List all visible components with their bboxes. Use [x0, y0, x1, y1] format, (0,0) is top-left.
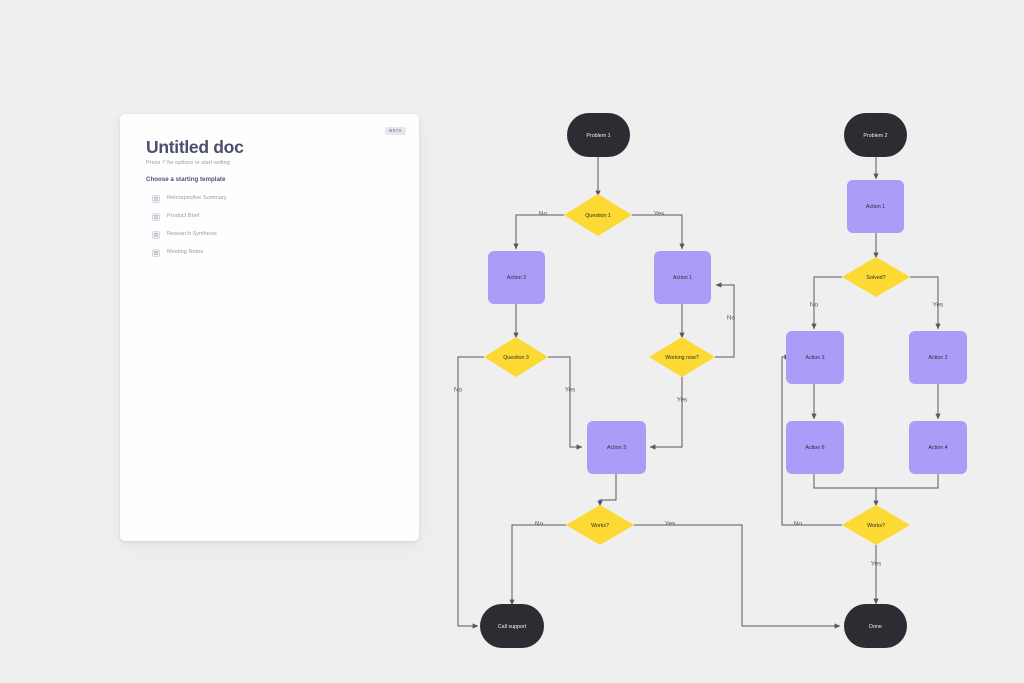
node-done[interactable]: Done — [844, 604, 907, 648]
edge-question1-yes-to-action1 — [632, 214, 685, 250]
node-label: Action 1 — [866, 204, 885, 210]
node-label: Action 4 — [928, 445, 947, 451]
node-label: Working now? — [665, 355, 699, 361]
template-list: Retrospective Summary Product Brief Rese… — [146, 190, 386, 262]
node-label: Question 3 — [503, 355, 529, 361]
edge-solved-no-to-action3 — [811, 276, 842, 330]
template-item-label: Meeting Notes — [167, 249, 204, 256]
document-template-icon — [152, 195, 160, 203]
edge-workingnow-no-to-action1 — [715, 282, 735, 358]
edge-label-works-no: No — [535, 521, 544, 528]
template-item-label: Research Synthesis — [167, 231, 217, 238]
page-title[interactable]: Untitled doc — [146, 137, 244, 157]
node-works-left[interactable]: Works? — [566, 505, 634, 545]
node-action-6[interactable]: Action 6 — [786, 421, 844, 474]
node-action-3-left[interactable]: Action 3 — [587, 421, 646, 474]
edge-action6-to-works — [813, 474, 879, 507]
edge-works-yes-to-done — [634, 524, 841, 629]
edge-label-workingnow-yes: Yes — [677, 397, 687, 404]
node-action-2-right[interactable]: Action 2 — [909, 331, 967, 384]
node-label: Action 3 — [607, 445, 626, 451]
edge-question3-no-to-callsupport — [457, 356, 484, 629]
edge-label-question1-no: No — [539, 211, 548, 218]
edge-question1-no-to-action2 — [513, 214, 564, 250]
node-action-1-right[interactable]: Action 1 — [847, 180, 904, 233]
edge-label-solved-yes: Yes — [933, 302, 943, 309]
template-item-meeting-notes[interactable]: Meeting Notes — [146, 244, 386, 262]
node-label: Action 2 — [507, 275, 526, 281]
edge-label-question3-no: No — [454, 387, 463, 394]
node-call-support[interactable]: Call support — [480, 604, 544, 648]
node-problem-1[interactable]: Problem 1 — [567, 113, 630, 157]
edge-workingnow-yes-to-action3 — [649, 376, 683, 450]
document-template-icon — [152, 249, 160, 257]
edge-solved-yes-to-action2 — [910, 276, 941, 330]
edge-question3-yes-to-action3 — [548, 356, 583, 450]
node-action-3-right[interactable]: Action 3 — [786, 331, 844, 384]
edge-label-workingnow-no: No — [727, 315, 736, 322]
node-question-3[interactable]: Question 3 — [484, 337, 548, 377]
node-works-right[interactable]: Works? — [842, 505, 910, 545]
node-solved[interactable]: Solved? — [842, 257, 910, 297]
node-label: Problem 1 — [586, 133, 610, 139]
node-problem-2[interactable]: Problem 2 — [844, 113, 907, 157]
node-question-1[interactable]: Question 1 — [564, 194, 632, 236]
node-action-4[interactable]: Action 4 — [909, 421, 967, 474]
edge-label-works-no-right: No — [794, 521, 803, 528]
edge-label-works-yes-right: Yes — [871, 561, 881, 568]
document-template-icon — [152, 213, 160, 221]
edge-label-question1-yes: Yes — [654, 211, 664, 218]
document-template-icon — [152, 231, 160, 239]
node-label: Action 2 — [928, 355, 947, 361]
edge-label-works-yes: Yes — [665, 521, 675, 528]
edge-action4-to-works — [876, 474, 939, 489]
left-flow-diagram: No Yes No Yes No Yes No Yes Problem 1 Qu… — [454, 113, 841, 648]
node-action-1-left[interactable]: Action 1 — [654, 251, 711, 304]
node-label: Action 1 — [673, 275, 692, 281]
node-label: Action 3 — [805, 355, 824, 361]
template-item-retrospective-summary[interactable]: Retrospective Summary — [146, 190, 386, 208]
template-item-product-brief[interactable]: Product Brief — [146, 208, 386, 226]
template-item-research-synthesis[interactable]: Research Synthesis — [146, 226, 386, 244]
node-label: Problem 2 — [863, 133, 887, 139]
editor-placeholder-hint: Press '/' for options or start writing — [146, 160, 230, 166]
node-label: Question 1 — [585, 213, 611, 219]
untitled-document-card[interactable]: BETA Untitled doc Press '/' for options … — [120, 114, 419, 541]
starting-template-heading: Choose a starting template — [146, 176, 226, 183]
template-item-label: Retrospective Summary — [167, 195, 227, 202]
node-label: Done — [869, 624, 882, 630]
node-action-2-left[interactable]: Action 2 — [488, 251, 545, 304]
node-label: Solved? — [866, 275, 885, 281]
node-label: Call support — [498, 624, 527, 630]
edge-label-solved-no: No — [810, 302, 819, 309]
node-label: Works? — [591, 523, 609, 529]
template-item-label: Product Brief — [167, 213, 200, 220]
edge-label-question3-yes: Yes — [565, 387, 575, 394]
edge-action3-to-works — [597, 474, 617, 507]
node-label: Works? — [867, 523, 885, 529]
beta-badge: BETA — [385, 127, 406, 136]
node-label: Action 6 — [805, 445, 824, 451]
edge-works-no-to-callsupport — [509, 524, 566, 606]
node-working-now[interactable]: Working now? — [649, 337, 715, 377]
right-flow-diagram: No Yes No Yes Problem 2 Action 1 Solved?… — [781, 113, 967, 648]
